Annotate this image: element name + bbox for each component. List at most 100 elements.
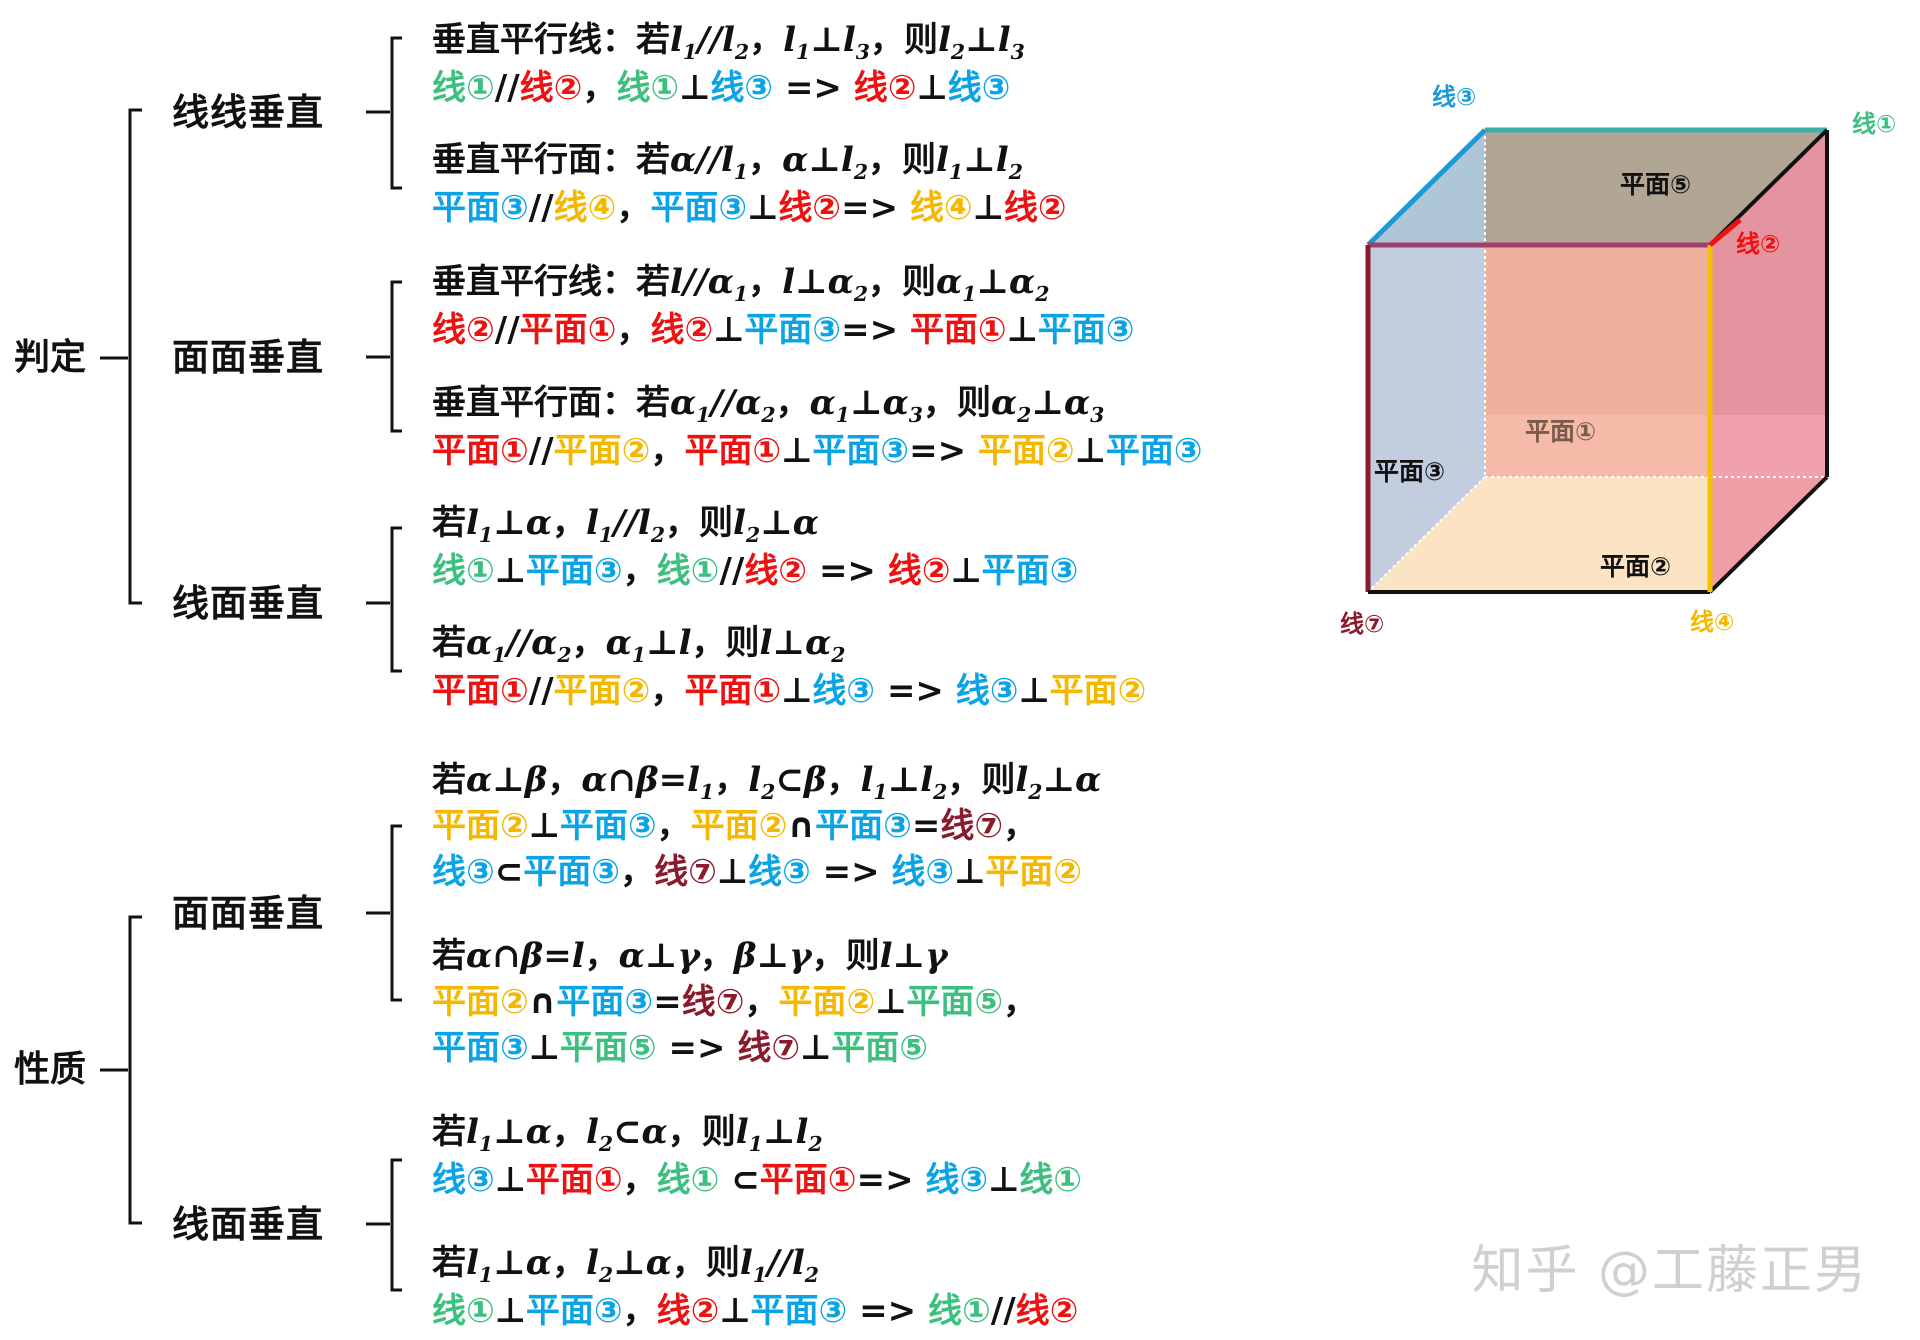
operator-token: ⊥ — [747, 188, 779, 228]
plane-1-face — [1485, 245, 1710, 477]
element-token: 平面⑤ — [559, 1028, 657, 1068]
operator-token: => — [773, 68, 854, 108]
condition-token: l — [860, 760, 874, 800]
element-token: 线⑦ — [681, 982, 745, 1022]
condition-token: α — [990, 383, 1018, 423]
operator-token: ， — [620, 852, 655, 892]
condition-text: 垂直平行线：若l1//l2，l1⊥l3，则l2⊥l3 — [432, 20, 1025, 72]
condition-token: ， — [748, 140, 783, 180]
element-token: 线① — [432, 551, 495, 591]
condition-token: α — [670, 383, 697, 423]
element-token: 线① — [656, 551, 720, 591]
element-token: 线④ — [553, 188, 617, 228]
operator-token: => — [656, 1028, 738, 1068]
condition-text: 若α∩β=l，α⊥γ，β⊥γ，则l⊥γ — [432, 936, 948, 976]
condition-token: 1 — [835, 402, 850, 427]
operator-token: // — [990, 1291, 1016, 1331]
element-token: 平面③ — [650, 188, 748, 228]
operator-token: // — [528, 188, 554, 228]
element-token: 平面② — [778, 982, 876, 1022]
condition-token: l⊥α — [759, 623, 832, 663]
sub-label-plane-plane-prop: 面面垂直 — [172, 892, 324, 935]
cube-label-line4: 线④ — [1690, 608, 1734, 636]
condition-token: 则 — [705, 1243, 740, 1283]
operator-token: => — [875, 671, 956, 711]
example-text: 线①//线②，线①⊥线③ => 线②⊥线③ — [432, 68, 1010, 108]
element-token: 平面③ — [815, 806, 912, 846]
operator-token: ⊥ — [781, 431, 813, 471]
element-token: 平面② — [690, 806, 788, 846]
element-token: 平面① — [432, 431, 529, 471]
condition-token: 若 — [636, 383, 670, 423]
operator-token: ⊥ — [972, 188, 1004, 228]
condition-text: 若α1//α2，α1⊥l，则l⊥α2 — [432, 623, 845, 675]
condition-token: 则 — [981, 760, 1016, 800]
element-token: 线③ — [432, 1160, 495, 1200]
operator-token: ， — [1003, 806, 1038, 846]
element-token: 线② — [887, 551, 951, 591]
operator-token: ， — [1003, 982, 1038, 1022]
condition-token: 1 — [478, 1131, 494, 1156]
condition-token: ， — [714, 760, 749, 800]
example-text: 平面②⊥平面③，平面②∩平面③=线⑦， — [432, 806, 1037, 846]
operator-token: ⊥ — [1006, 310, 1038, 350]
condition-token: 1 — [478, 522, 494, 547]
element-token: 平面⑤ — [906, 982, 1004, 1022]
condition-token: ， — [868, 140, 903, 180]
operator-token: => — [841, 310, 910, 350]
element-token: 平面① — [684, 671, 782, 711]
condition-text: 若l1⊥α，l2⊥α，则l1//l2 — [432, 1243, 819, 1295]
operator-token: => — [856, 1160, 926, 1200]
condition-token: 若 — [636, 262, 670, 302]
condition-token: α⊥l — [782, 140, 854, 180]
condition-token: 则 — [701, 1112, 736, 1152]
operator-token: ⊥ — [719, 1291, 751, 1331]
condition-token: ⊥l — [963, 140, 1009, 180]
operator-token: // — [528, 671, 554, 711]
example-text: 线①⊥平面③，线①//线② => 线②⊥平面③ — [432, 551, 1078, 591]
condition-token: ， — [869, 20, 904, 60]
condition-token: //l — [697, 20, 735, 60]
element-token: 平面③ — [432, 188, 529, 228]
operator-token: ⊥ — [716, 852, 748, 892]
condition-token: 则 — [725, 623, 760, 663]
element-token: 平面③ — [525, 1291, 623, 1331]
condition-text: 垂直平行面：若α//l1，α⊥l2，则l1⊥l2 — [432, 140, 1023, 192]
example-text: 线③⊥平面①，线① ⊂平面①=> 线③⊥线① — [432, 1160, 1082, 1200]
condition-token: 1 — [598, 522, 614, 547]
operator-token: ， — [622, 1291, 657, 1331]
operator-token: // — [719, 551, 745, 591]
operator-token: ， — [622, 1160, 657, 1200]
condition-token: ⊥l — [645, 623, 692, 663]
condition-token: 2 — [1035, 281, 1050, 306]
element-token: 线② — [1003, 188, 1067, 228]
bracket-property — [100, 915, 142, 1225]
condition-token: ⊥l — [965, 20, 1011, 60]
element-token: 线③ — [925, 1160, 989, 1200]
watermark: 知乎 @工藤正男 — [1471, 1241, 1868, 1301]
operator-token: => — [807, 551, 888, 591]
element-token: 平面③ — [559, 806, 657, 846]
condition-token: 1 — [752, 1262, 767, 1287]
condition-token: //α — [506, 623, 558, 663]
condition-token: 1 — [733, 281, 749, 306]
cube-label-line1: 线① — [1852, 110, 1896, 138]
condition-token: l — [733, 503, 746, 543]
cube-label-line2: 线② — [1736, 230, 1780, 258]
cube-diagram: 线③ 线① 平面⑤ 线② 平面① 平面③ 平面② 线⑦ 线④ — [1340, 83, 1896, 638]
operator-token: ⊥ — [494, 1160, 526, 1200]
condition-token: 3 — [855, 39, 870, 64]
condition-text: 若α⊥β，α∩β=l1，l2⊂β，l1⊥l2，则l2⊥α — [432, 760, 1101, 812]
operator-token: ⊥ — [713, 310, 745, 350]
condition-token: β⊥γ — [733, 936, 812, 976]
operator-token: ⊥ — [950, 551, 982, 591]
element-token: 平面③ — [525, 551, 623, 591]
element-token: 线⑦ — [654, 852, 717, 892]
edge-right-bottom — [1708, 475, 1829, 594]
operator-token: ， — [582, 68, 617, 108]
operator-token: => — [841, 188, 910, 228]
condition-token: l⊥α — [782, 262, 854, 302]
element-token: 平面① — [525, 1160, 623, 1200]
condition-token: 2 — [598, 1131, 614, 1156]
